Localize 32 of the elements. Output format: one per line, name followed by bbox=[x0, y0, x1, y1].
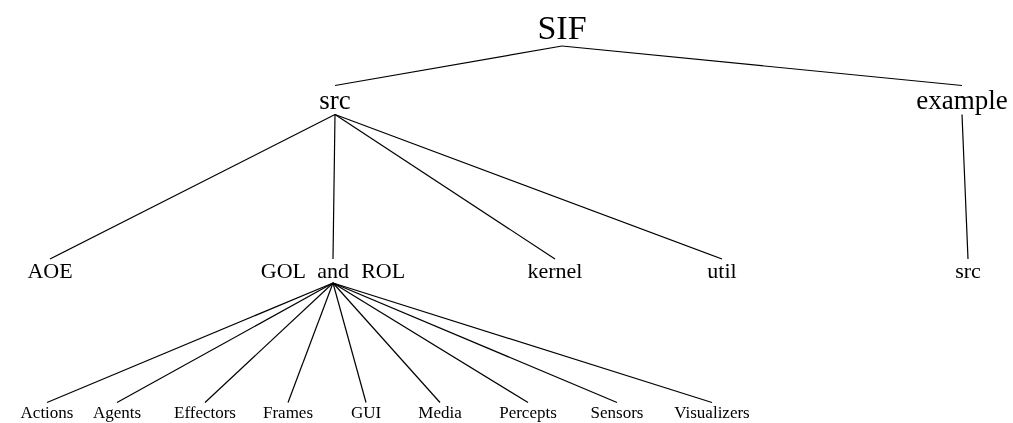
tree-node-label: Frames bbox=[263, 403, 313, 421]
tree-node-label: src bbox=[319, 86, 351, 114]
tree-node-label: Percepts bbox=[499, 403, 557, 421]
connector-line bbox=[204, 282, 334, 404]
tree-node-label: Agents bbox=[92, 403, 142, 421]
connector-line bbox=[332, 282, 529, 404]
connector-line bbox=[334, 113, 556, 260]
tree-node-label: SIF bbox=[537, 11, 587, 45]
tree-node-label: Media bbox=[418, 403, 462, 421]
connector-line bbox=[49, 113, 336, 260]
connector-line bbox=[332, 282, 367, 404]
tree-node-label: Effectors bbox=[174, 403, 236, 421]
tree-node-label: Sensors bbox=[590, 403, 644, 421]
connector-line bbox=[334, 113, 723, 260]
connector-line bbox=[46, 282, 334, 404]
connector-line bbox=[561, 45, 963, 87]
connector-line bbox=[332, 113, 336, 260]
tree-node-label: AOE bbox=[27, 260, 73, 282]
tree-node-label: GUI bbox=[350, 403, 382, 421]
connector-line bbox=[332, 282, 441, 404]
connector-line bbox=[287, 282, 334, 404]
connector-line bbox=[332, 282, 618, 404]
tree-node-label: Visualizers bbox=[674, 403, 750, 421]
tree-node-label: src bbox=[955, 260, 981, 282]
tree-node-label: example bbox=[916, 86, 1008, 114]
tree-node-label: util bbox=[707, 260, 737, 282]
tree-node-label: Actions bbox=[20, 403, 74, 421]
connector-line bbox=[334, 45, 563, 87]
connector-line bbox=[332, 282, 713, 404]
tree-node-label: kernel bbox=[527, 260, 583, 282]
tree-node-label: GOL and ROL bbox=[260, 260, 406, 282]
connector-line bbox=[961, 113, 969, 260]
